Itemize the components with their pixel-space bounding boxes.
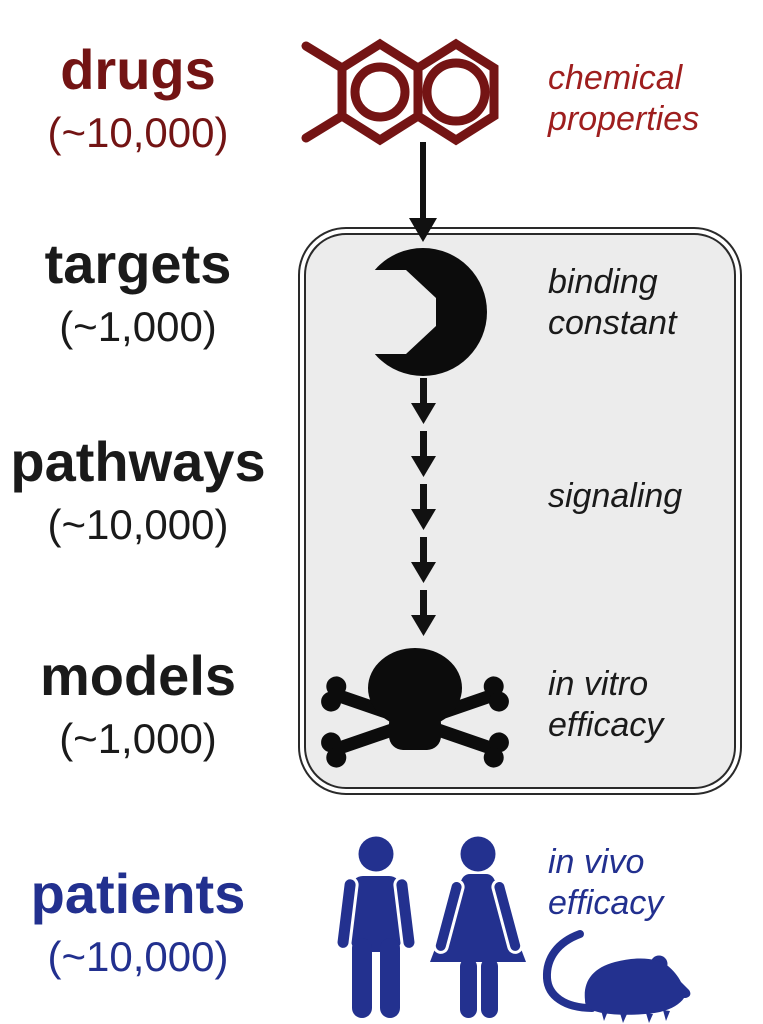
down-arrow-icon	[409, 142, 437, 242]
targets-count: (~1,000)	[59, 303, 217, 350]
dashed-arrows-icon	[411, 378, 436, 636]
models-count: (~1,000)	[59, 715, 217, 762]
targets-label: targets	[44, 232, 232, 295]
skull-crossbones-icon	[321, 648, 509, 768]
row-label-pathways: pathways (~10,000)	[4, 434, 272, 546]
annotation-line: binding	[548, 263, 658, 301]
annotation-binding-constant: binding constant	[548, 262, 748, 345]
annotation-line: in vivo	[548, 843, 645, 881]
annotation-line: constant	[548, 304, 677, 343]
annotation-in-vivo-efficacy: in vivo efficacy	[548, 842, 748, 925]
row-label-patients: patients (~10,000)	[4, 866, 272, 978]
row-label-models: models (~1,000)	[4, 648, 272, 760]
drugs-label: drugs	[60, 38, 216, 101]
annotation-chemical-properties: chemical properties	[548, 58, 748, 141]
annotation-line: properties	[548, 100, 700, 139]
row-label-drugs: drugs (~10,000)	[4, 42, 272, 154]
annotation-in-vitro-efficacy: in vitro efficacy	[548, 664, 748, 747]
annotation-line: chemical	[548, 59, 683, 97]
annotation-line: efficacy	[548, 884, 664, 923]
annotation-line: in vitro	[548, 665, 649, 703]
annotation-line: efficacy	[548, 706, 664, 745]
patients-label: patients	[30, 862, 246, 925]
drugs-count: (~10,000)	[47, 109, 229, 156]
man-icon	[334, 836, 418, 1018]
patients-count: (~10,000)	[47, 933, 229, 980]
annotation-signaling: signaling	[548, 476, 748, 517]
mouse-icon	[542, 930, 691, 1023]
binding-pocket-icon	[352, 248, 487, 376]
pathways-label: pathways	[10, 430, 266, 493]
pathways-count: (~10,000)	[47, 501, 229, 548]
annotation-line: signaling	[548, 477, 683, 515]
row-label-targets: targets (~1,000)	[4, 236, 272, 348]
woman-icon	[430, 836, 526, 1018]
molecule-icon	[301, 38, 499, 146]
models-label: models	[39, 644, 237, 707]
